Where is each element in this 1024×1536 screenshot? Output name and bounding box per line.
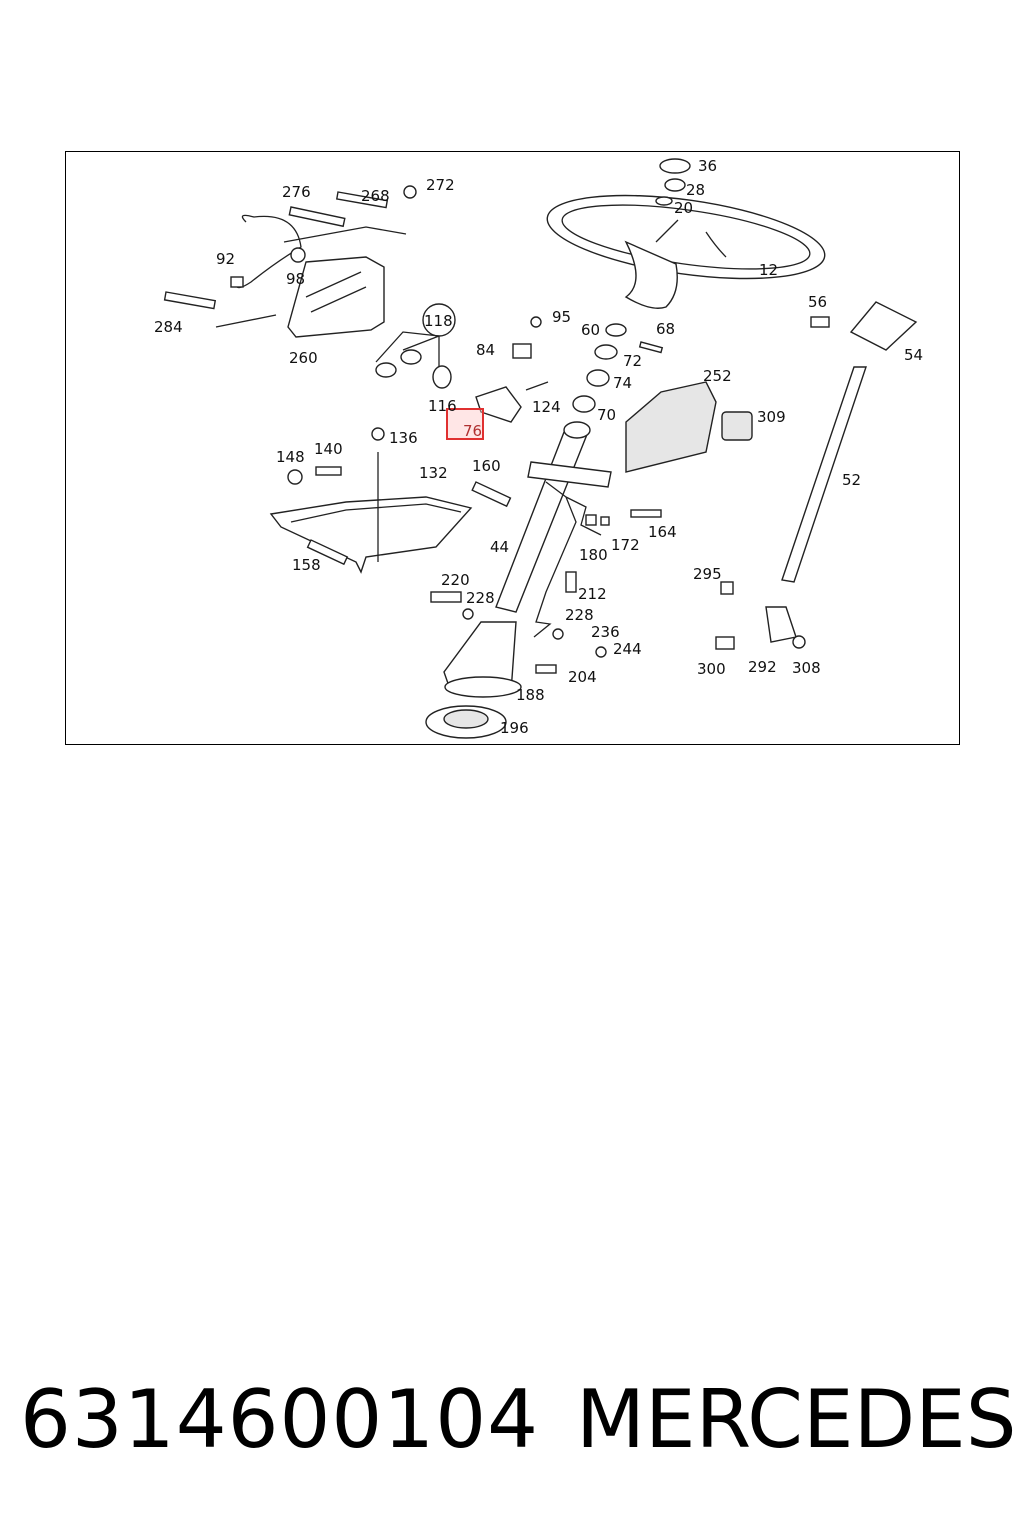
label-148: 148 <box>276 448 305 466</box>
label-180: 180 <box>579 546 608 564</box>
exploded-view-drawing: 36 28 20 276 268 272 12 92 98 56 284 118… <box>154 157 923 739</box>
label-212: 212 <box>578 585 607 603</box>
label-44: 44 <box>490 538 509 556</box>
label-56: 56 <box>808 293 827 311</box>
label-260: 260 <box>289 349 318 367</box>
column-bearing-parts-drawing <box>572 323 664 413</box>
brand-text: MERCEDES <box>576 1373 1017 1466</box>
label-309: 309 <box>757 408 786 426</box>
label-92: 92 <box>216 250 235 268</box>
label-140: 140 <box>314 440 343 458</box>
label-84: 84 <box>476 341 495 359</box>
label-118: 118 <box>424 312 453 330</box>
label-160: 160 <box>472 457 501 475</box>
label-228b: 228 <box>565 606 594 624</box>
label-244: 244 <box>613 640 642 658</box>
steering-wheel-drawing <box>546 158 826 309</box>
label-300: 300 <box>697 660 726 678</box>
label-124: 124 <box>532 398 561 416</box>
label-70: 70 <box>597 406 616 424</box>
bracket-260-drawing <box>163 185 417 338</box>
label-116: 116 <box>428 397 457 415</box>
label-36: 36 <box>698 157 717 175</box>
label-95: 95 <box>552 308 571 326</box>
highlight-box-76 <box>446 408 484 440</box>
label-68: 68 <box>656 320 675 338</box>
steering-column-44-drawing <box>495 421 612 638</box>
label-228a: 228 <box>466 589 495 607</box>
shroud-252-drawing <box>625 381 753 473</box>
product-footer: 6314600104 MERCEDES <box>0 1360 1024 1480</box>
label-54: 54 <box>904 346 923 364</box>
label-292: 292 <box>748 658 777 676</box>
label-136: 136 <box>389 429 418 447</box>
label-158: 158 <box>292 556 321 574</box>
intermediate-shaft-52-drawing <box>715 301 918 650</box>
label-20: 20 <box>674 199 693 217</box>
label-52: 52 <box>842 471 861 489</box>
label-236: 236 <box>591 623 620 641</box>
label-295: 295 <box>693 565 722 583</box>
label-220: 220 <box>441 571 470 589</box>
label-12: 12 <box>759 261 778 279</box>
boots-188-196-drawing <box>425 509 662 739</box>
part-number-text: 6314600104 <box>20 1373 539 1466</box>
part-labels: 36 28 20 276 268 272 12 92 98 56 284 118… <box>154 157 923 737</box>
label-164: 164 <box>648 523 677 541</box>
label-72: 72 <box>623 352 642 370</box>
label-252: 252 <box>703 367 732 385</box>
label-60: 60 <box>581 321 600 339</box>
lock-cylinder-drawing <box>375 303 549 440</box>
lower-frame-132-drawing <box>269 427 512 574</box>
label-132: 132 <box>419 464 448 482</box>
label-74: 74 <box>613 374 632 392</box>
label-172: 172 <box>611 536 640 554</box>
label-308: 308 <box>792 659 821 677</box>
label-98: 98 <box>286 270 305 288</box>
label-272: 272 <box>426 176 455 194</box>
label-196: 196 <box>500 719 529 737</box>
label-188: 188 <box>516 686 545 704</box>
label-204: 204 <box>568 668 597 686</box>
label-276: 276 <box>282 183 311 201</box>
label-268: 268 <box>361 187 390 205</box>
parts-diagram: 36 28 20 276 268 272 12 92 98 56 284 118… <box>65 151 960 745</box>
label-76: 76 <box>463 422 482 440</box>
label-28: 28 <box>686 181 705 199</box>
label-284: 284 <box>154 318 183 336</box>
